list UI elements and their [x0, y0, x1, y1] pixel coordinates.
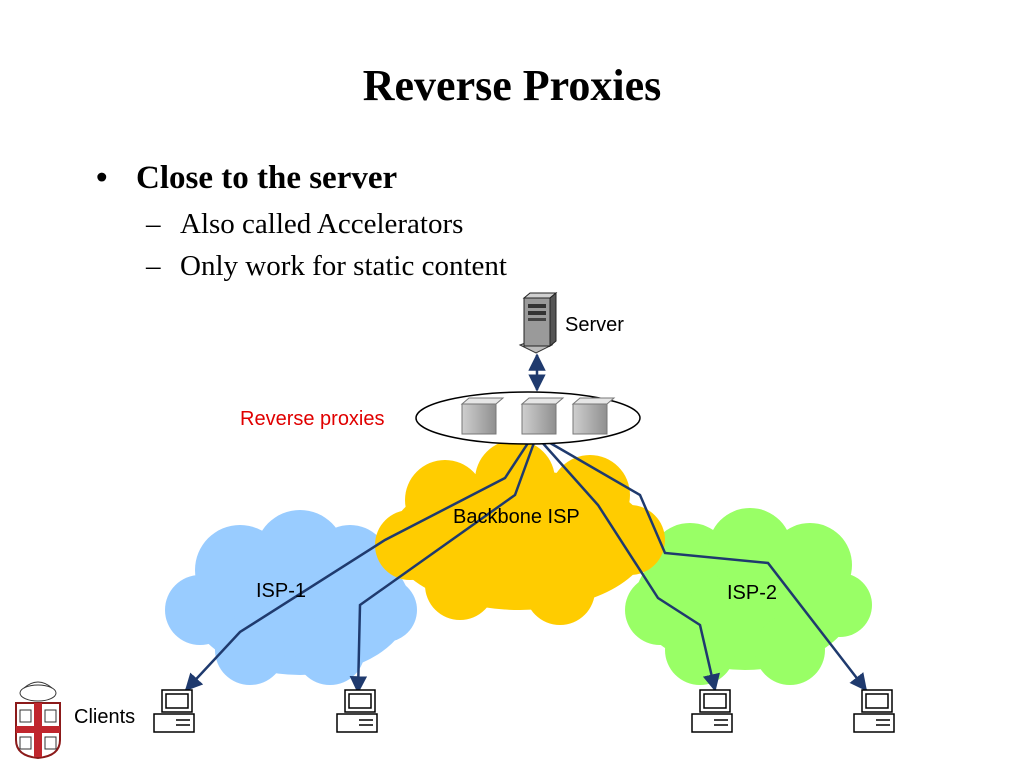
isp2-label: ISP-2 [727, 582, 777, 604]
proxy-box-3 [571, 397, 616, 435]
slide-title: Reverse Proxies [362, 61, 662, 110]
server-icon [518, 291, 558, 354]
isp2-cloud [625, 508, 872, 685]
client-computer-icon [153, 689, 195, 733]
sub-bullet-1: –Also called Accelerators [146, 208, 463, 241]
dash-1: – [146, 208, 161, 240]
bullet-dot: • [96, 160, 108, 196]
university-shield-logo [15, 681, 61, 760]
backbone-isp-label: Backbone ISP [453, 506, 580, 528]
sub-bullet-1-text: Also called Accelerators [180, 208, 464, 240]
sub-bullet-2: –Only work for static content [146, 250, 507, 283]
backbone-cloud [375, 440, 665, 625]
proxy-box-1 [460, 397, 505, 435]
clients-label: Clients [74, 706, 135, 728]
client-computer-icon [336, 689, 378, 733]
sub-bullet-2-text: Only work for static content [180, 250, 507, 282]
client-computer-icon [691, 689, 733, 733]
isp1-cloud [165, 510, 417, 685]
reverse-proxies-label: Reverse proxies [240, 408, 385, 430]
bullet-text: Close to the server [136, 160, 398, 196]
client-computer-icon [853, 689, 895, 733]
dash-2: – [146, 250, 161, 282]
bullet-item: • Close to the server [96, 160, 397, 197]
network-links [184, 353, 868, 694]
isp1-label: ISP-1 [256, 580, 306, 602]
server-label: Server [565, 314, 624, 336]
proxy-box-2 [520, 397, 565, 435]
